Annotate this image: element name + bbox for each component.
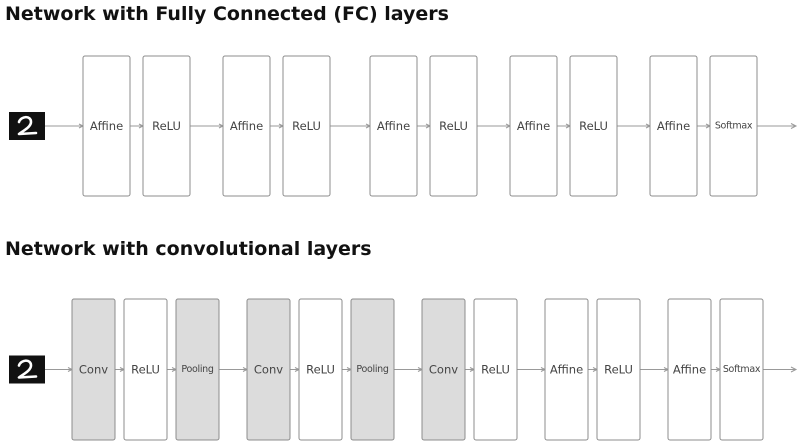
layer-label: Affine (377, 119, 410, 133)
handwritten-digit-2-icon (9, 355, 45, 384)
layer-label: ReLU (152, 119, 181, 133)
conv-network-title: Network with convolutional layers (5, 238, 372, 260)
layer-label: ReLU (604, 363, 633, 377)
layer-block-conv: Conv (421, 298, 466, 441)
layer-block-conv: Conv (71, 298, 116, 441)
layer-block-affine: Affine (667, 298, 712, 441)
layer-label: Conv (254, 363, 283, 377)
layer-box (569, 55, 618, 197)
layer-block-relu: ReLU (569, 55, 618, 197)
layer-box (596, 298, 641, 441)
layer-box (421, 298, 466, 441)
layer-block-relu: ReLU (596, 298, 641, 441)
layer-block-softmax: Softmax (719, 298, 764, 441)
layer-box (175, 298, 220, 441)
layer-block-relu: ReLU (123, 298, 168, 441)
layer-box (649, 55, 698, 197)
handwritten-digit-2-icon (9, 112, 45, 140)
layer-box (282, 55, 331, 197)
layer-box (473, 298, 518, 441)
layer-label: ReLU (306, 363, 335, 377)
layer-box (123, 298, 168, 441)
layer-block-softmax: Softmax (709, 55, 758, 197)
layer-block-affine: Affine (649, 55, 698, 197)
layer-block-affine: Affine (509, 55, 558, 197)
layer-block-affine: Affine (544, 298, 589, 441)
layer-box (544, 298, 589, 441)
layer-box (246, 298, 291, 441)
layer-box (82, 55, 131, 197)
layer-box (667, 298, 712, 441)
layer-block-affine: Affine (82, 55, 131, 197)
layer-block-relu: ReLU (282, 55, 331, 197)
layer-box (429, 55, 478, 197)
layer-label: Affine (657, 119, 690, 133)
layer-block-affine: Affine (222, 55, 271, 197)
layer-block-relu: ReLU (473, 298, 518, 441)
layer-box (222, 55, 271, 197)
layer-block-conv: Conv (246, 298, 291, 441)
layer-label: Softmax (715, 121, 753, 132)
layer-label: Affine (550, 363, 583, 377)
layer-box (719, 298, 764, 441)
layer-label: Pooling (356, 364, 389, 375)
fc-network-title: Network with Fully Connected (FC) layers (5, 3, 449, 25)
layer-box (142, 55, 191, 197)
layer-label: Affine (230, 119, 263, 133)
layer-label: Affine (673, 363, 706, 377)
layer-label: ReLU (579, 119, 608, 133)
layer-label: Conv (429, 363, 458, 377)
output-arrowhead (790, 366, 798, 373)
layer-block-relu: ReLU (429, 55, 478, 197)
layer-block-affine: Affine (369, 55, 418, 197)
layer-block-pooling: Pooling (350, 298, 395, 441)
layer-label: Affine (90, 119, 123, 133)
layer-block-relu: ReLU (142, 55, 191, 197)
layer-box (298, 298, 343, 441)
layer-block-relu: ReLU (298, 298, 343, 441)
layer-label: ReLU (292, 119, 321, 133)
layer-label: Affine (517, 119, 550, 133)
layer-label: ReLU (131, 363, 160, 377)
layer-label: Softmax (723, 364, 761, 375)
layer-box (350, 298, 395, 441)
layer-block-pooling: Pooling (175, 298, 220, 441)
layer-box (709, 55, 758, 197)
layer-box (509, 55, 558, 197)
output-arrowhead (790, 123, 798, 129)
conv-network-row: Conv ReLU Pooling Conv ReLU Pooling Conv ReLU Af… (9, 298, 798, 441)
layer-label: Pooling (181, 364, 214, 375)
layer-box (369, 55, 418, 197)
fc-network-row: Affine ReLU Affine ReLU Affine ReLU Affine ReLU… (9, 55, 798, 197)
layer-box (71, 298, 116, 441)
layer-label: ReLU (439, 119, 468, 133)
layer-label: ReLU (481, 363, 510, 377)
layer-label: Conv (79, 363, 108, 377)
